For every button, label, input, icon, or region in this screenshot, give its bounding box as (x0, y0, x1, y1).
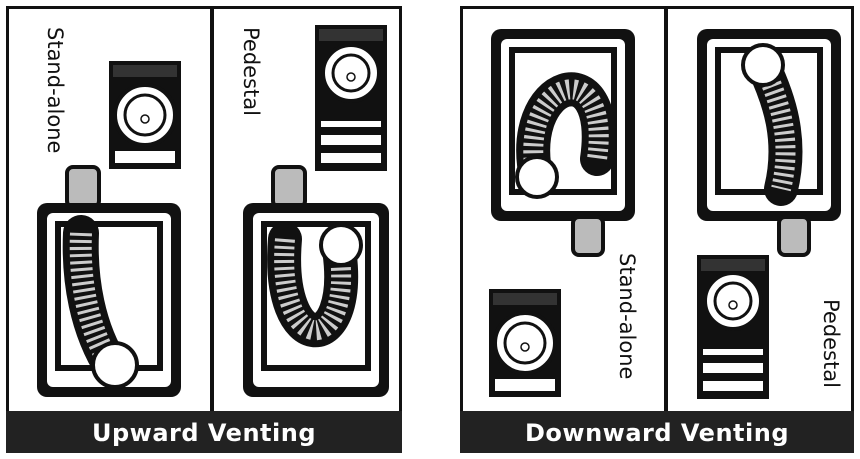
upward-venting-illustration (37, 25, 389, 397)
stand-alone-label: Stand-alone (43, 27, 67, 154)
upward-venting-panel: Stand-alone Pedestal Upward Venting (6, 6, 402, 453)
stand-alone-label: Stand-alone (615, 253, 639, 380)
panel-divider (210, 9, 214, 417)
panel-divider (664, 9, 668, 417)
vent-box-pedestal (243, 165, 389, 397)
pedestal-dryer-icon (697, 255, 769, 399)
stand-alone-dryer-icon (109, 61, 181, 169)
downward-venting-panel: Stand-alone Pedestal Downward Venting (460, 6, 854, 453)
vent-box-stand-alone (491, 29, 635, 257)
upward-venting-title: Upward Venting (6, 411, 402, 453)
stand-alone-dryer-icon (489, 289, 561, 397)
downward-venting-illustration (489, 29, 841, 399)
vent-box-stand-alone (37, 165, 181, 397)
pedestal-label: Pedestal (239, 27, 263, 116)
vent-box-pedestal (697, 29, 841, 257)
pedestal-dryer-icon (315, 25, 387, 171)
downward-venting-title: Downward Venting (460, 411, 854, 453)
pedestal-label: Pedestal (819, 299, 843, 388)
